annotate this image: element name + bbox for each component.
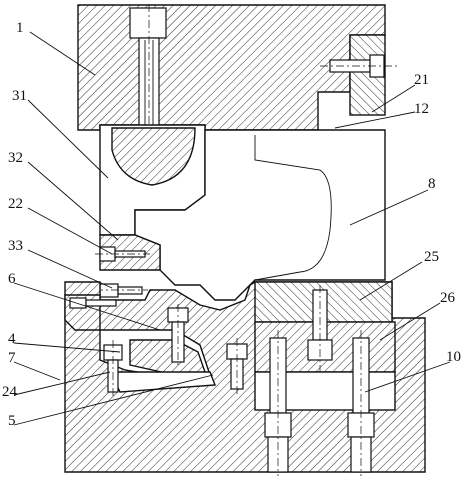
die-cavity-line — [254, 135, 332, 281]
part-labels: 1 31 21 12 32 8 22 33 25 6 26 4 7 10 24 … — [2, 20, 461, 429]
guide-pin-right — [347, 330, 375, 476]
screw-6 — [69, 297, 117, 309]
label-22: 22 — [8, 196, 23, 212]
guide-pin-left — [264, 330, 292, 476]
label-21: 21 — [414, 72, 429, 88]
label-7: 7 — [8, 350, 16, 366]
label-4: 4 — [8, 331, 16, 347]
screw-7 — [103, 340, 123, 398]
label-31: 31 — [12, 88, 27, 104]
label-25: 25 — [424, 249, 439, 265]
insert-screw — [320, 54, 398, 78]
screw-33 — [95, 283, 148, 298]
label-24: 24 — [2, 384, 18, 400]
slider-screw — [167, 304, 189, 368]
leader-lines — [13, 31, 451, 426]
label-8: 8 — [428, 176, 436, 192]
label-6: 6 — [8, 271, 16, 287]
label-5: 5 — [8, 413, 16, 429]
punch-seat — [111, 127, 196, 186]
screw-22 — [95, 246, 150, 262]
label-1: 1 — [16, 20, 24, 36]
top-bolt — [129, 4, 167, 170]
label-10: 10 — [446, 349, 461, 365]
label-12: 12 — [414, 101, 429, 117]
label-26: 26 — [440, 290, 456, 306]
label-33: 33 — [8, 238, 23, 254]
middle-screw — [226, 338, 248, 395]
die-block-bolt — [307, 285, 333, 372]
label-32: 32 — [8, 150, 23, 166]
